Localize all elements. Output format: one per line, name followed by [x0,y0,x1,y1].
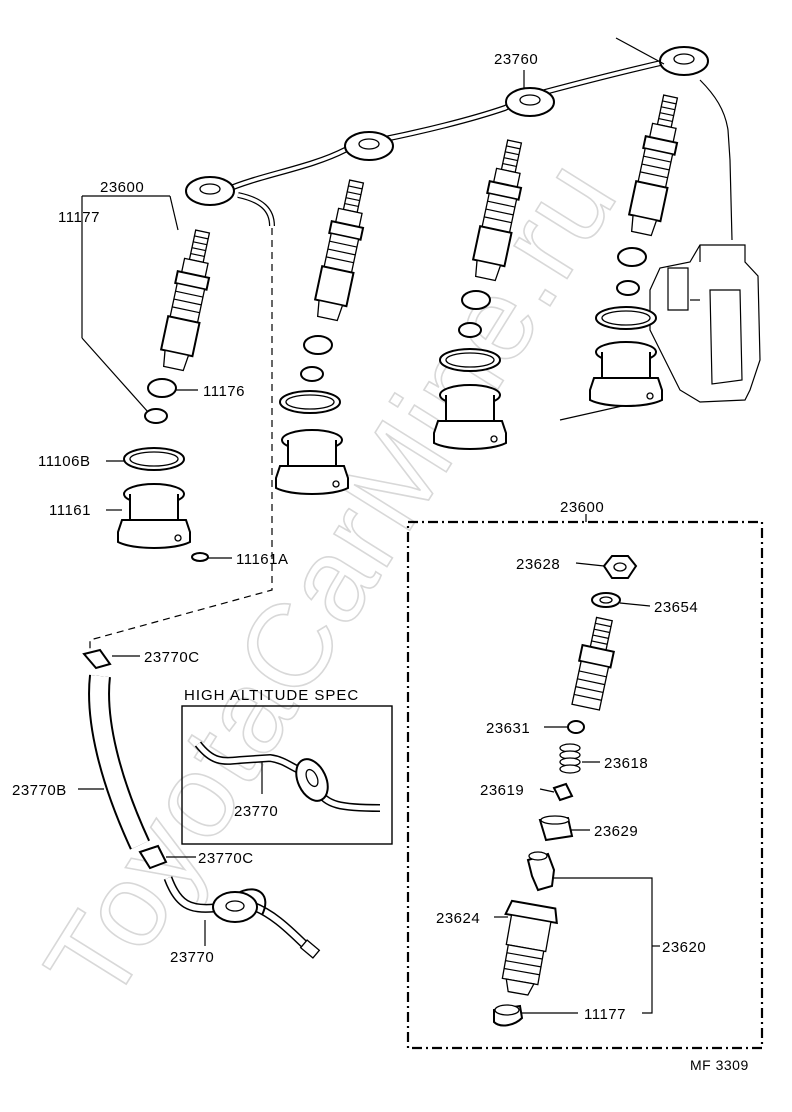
label-11161: 11161 [49,502,91,519]
nozzle-holder-2 [275,177,374,495]
exploded-view-23600 [406,514,764,1050]
label-11161a: 11161A [236,551,289,568]
leakage-hose [78,648,196,870]
sleeve-11161 [117,483,191,549]
washer-11177 [144,408,168,424]
gasket-11176 [147,378,177,398]
label-23770b: 23770B [12,782,67,799]
leak-return-dashed-line [89,228,273,655]
union-23770-bottom [163,876,321,959]
label-11177-top: 11177 [58,209,100,226]
label-11176: 11176 [203,383,245,400]
spec-box-title: HIGH ALTITUDE SPEC [184,687,359,704]
label-23770-bottom: 23770 [170,949,214,966]
label-23624: 23624 [436,910,480,927]
label-23631: 23631 [486,720,530,737]
high-altitude-spec-box [181,705,393,845]
pin-11161a [191,552,209,562]
leaders-left [81,70,525,559]
clip-23770c-top [82,648,112,670]
label-23600-box: 23600 [560,499,604,516]
figure-code: MF 3309 [690,1057,749,1073]
nozzle-holder-1 [117,227,220,562]
label-11106b: 11106B [38,453,91,470]
label-23654: 23654 [654,599,698,616]
label-23600-top: 23600 [100,179,144,196]
label-23629: 23629 [594,823,638,840]
labels: 23760 23600 11177 11176 11106B 11161 111… [12,51,749,1073]
nozzle-holder-3 [433,137,532,450]
label-23618: 23618 [604,755,648,772]
label-23620: 23620 [662,939,706,956]
label-23770-spec: 23770 [234,803,278,820]
label-23628: 23628 [516,556,560,573]
label-23770c-top: 23770C [144,649,200,666]
injection-pipe-23760 [185,37,709,227]
label-23770c-bottom: 23770C [198,850,254,867]
label-23760: 23760 [494,51,538,68]
label-11177-box: 11177 [584,1006,626,1023]
nozzle-holder-4 [589,92,688,407]
label-23619: 23619 [480,782,524,799]
clip-23770c-bottom [138,844,168,870]
